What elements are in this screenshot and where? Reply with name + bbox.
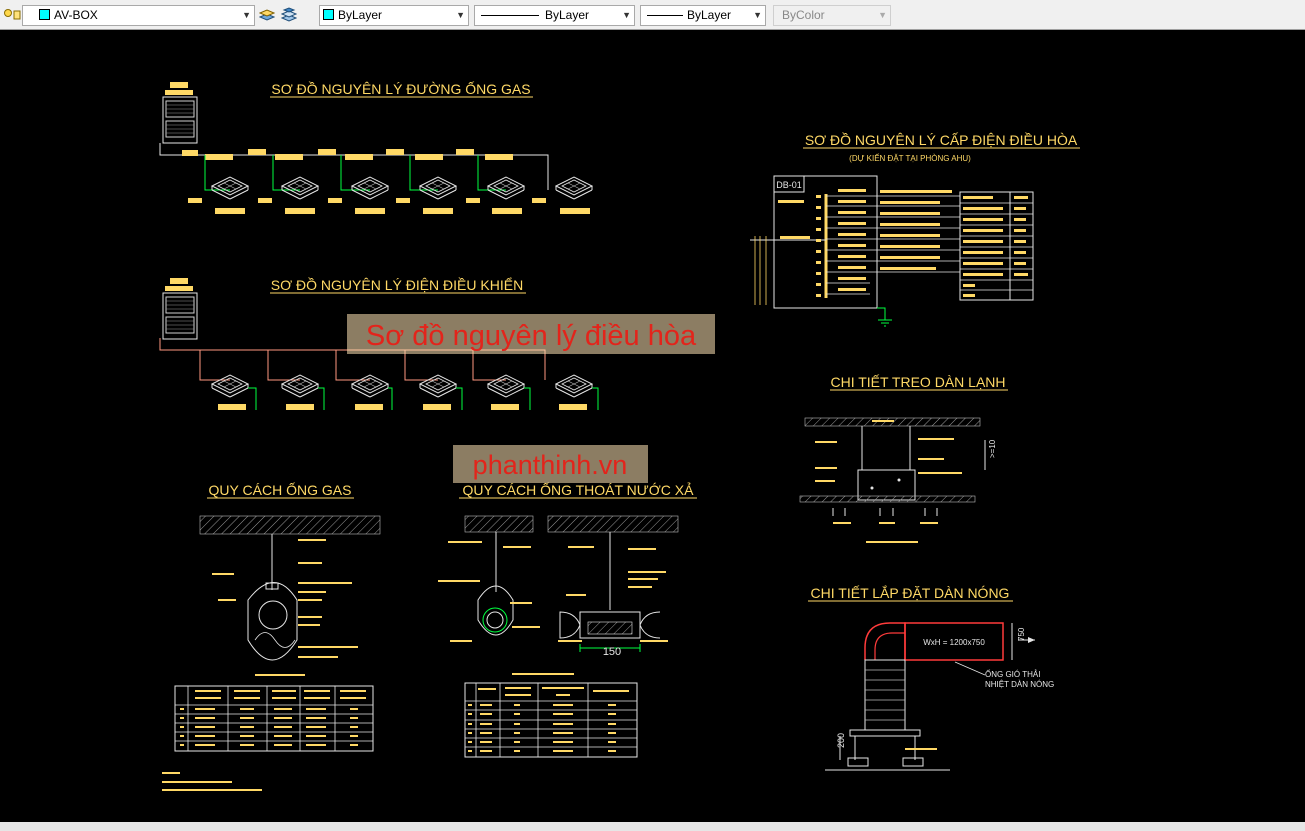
chevron-down-icon: ▼ — [242, 10, 251, 20]
linetype-sample — [481, 15, 539, 16]
plotstyle-value: ByColor — [782, 8, 825, 22]
color-value: ByLayer — [338, 8, 383, 22]
overlay-site: phanthinh.vn — [473, 450, 628, 480]
panel-label: DB-01 — [776, 180, 802, 190]
layer-color-swatch — [39, 9, 50, 21]
outdoor-install-detail: CHI TIẾT LẮP ĐẶT DÀN NÓNG WxH = 1200x750… — [808, 584, 1054, 771]
chevron-down-icon: ▼ — [622, 10, 631, 20]
make-current-layer-icon[interactable] — [258, 7, 276, 23]
chevron-down-icon: ▼ — [753, 10, 762, 20]
power-supply-diagram: SƠ ĐỒ NGUYÊN LÝ CẤP ĐIỆN ĐIỀU HÒA (DỰ KI… — [750, 131, 1080, 327]
layer-dropdown[interactable]: AV-BOX ▼ — [22, 5, 255, 26]
duct-note-line-1: ỐNG GIÓ THẢI — [985, 669, 1040, 679]
chevron-down-icon: ▼ — [878, 10, 887, 20]
chevron-down-icon: ▼ — [456, 10, 465, 20]
properties-toolbar: AV-BOX ▼ ByLayer ▼ ByLayer ▼ ByLayer ▼ B… — [0, 0, 1305, 30]
gas-diagram-title: SƠ ĐỒ NGUYÊN LÝ ĐƯỜNG ỐNG GAS — [271, 80, 530, 97]
layer-previous-icon[interactable] — [280, 7, 298, 23]
hanger-detail-title: CHI TIẾT TREO DÀN LẠNH — [830, 374, 1005, 390]
overlay-title: Sơ đồ nguyên lý điều hòa — [366, 320, 697, 352]
hanger-dim-10: >=10 — [988, 439, 997, 458]
gas-pipe-spec: QUY CÁCH ỐNG GAS — [162, 481, 381, 791]
base-dim-200: 200 — [836, 733, 846, 748]
indoor-hanger-detail: CHI TIẾT TREO DÀN LẠNH >=10 — [799, 374, 1008, 543]
drain-spec-title: QUY CÁCH ỐNG THOÁT NƯỚC XẢ — [463, 481, 695, 498]
lineweight-dropdown[interactable]: ByLayer ▼ — [640, 5, 766, 26]
color-swatch — [323, 9, 334, 21]
lineweight-sample — [647, 15, 683, 16]
overlay-title-banner: Sơ đồ nguyên lý điều hòa — [347, 314, 715, 354]
control-diagram-title: SƠ ĐỒ NGUYÊN LÝ ĐIỆN ĐIỀU KHIỂN — [271, 276, 523, 293]
drawing-canvas[interactable]: SƠ ĐỒ NGUYÊN LÝ ĐƯỜNG ỐNG GAS — [0, 30, 1305, 831]
drain-dim-150: 150 — [603, 646, 621, 658]
drain-pipe-spec: QUY CÁCH ỐNG THOÁT NƯỚC XẢ 150 — [438, 481, 697, 758]
gas-spec-title: QUY CÁCH ỐNG GAS — [209, 481, 352, 498]
plotstyle-dropdown: ByColor ▼ — [773, 5, 891, 26]
duct-note-line-2: NHIỆT DÀN NÓNG — [985, 680, 1054, 689]
gas-pipe-diagram: SƠ ĐỒ NGUYÊN LÝ ĐƯỜNG ỐNG GAS — [159, 80, 593, 214]
duct-dim-750: 750 — [1017, 627, 1026, 641]
power-diagram-subtitle: (DỰ KIẾN ĐẶT TẠI PHÒNG AHU) — [849, 153, 971, 163]
color-dropdown[interactable]: ByLayer ▼ — [319, 5, 469, 26]
linetype-dropdown[interactable]: ByLayer ▼ — [474, 5, 635, 26]
layer-name: AV-BOX — [54, 8, 98, 22]
bottom-scroll-strip — [0, 822, 1305, 831]
outdoor-detail-title: CHI TIẾT LẮP ĐẶT DÀN NÓNG — [811, 584, 1010, 601]
lineweight-value: ByLayer — [687, 8, 732, 22]
duct-size-label: WxH = 1200x750 — [923, 638, 985, 647]
linetype-value: ByLayer — [545, 8, 590, 22]
power-diagram-title: SƠ ĐỒ NGUYÊN LÝ CẤP ĐIỆN ĐIỀU HÒA — [805, 131, 1078, 148]
overlay-site-banner: phanthinh.vn — [453, 445, 648, 483]
